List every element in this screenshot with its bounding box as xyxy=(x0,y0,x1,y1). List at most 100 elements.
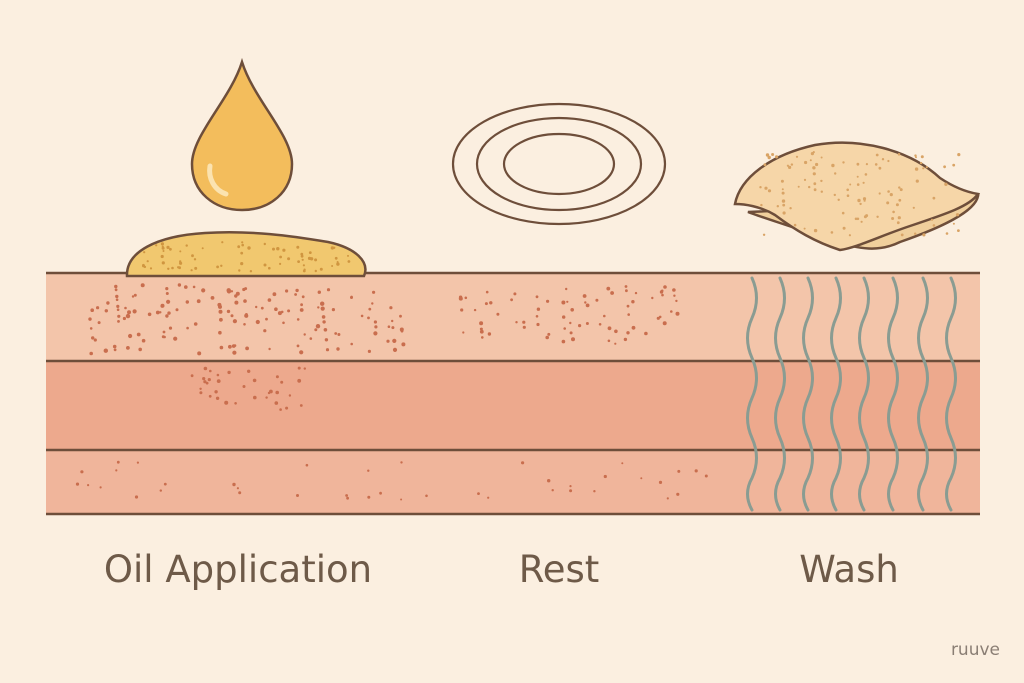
dot xyxy=(694,469,698,473)
dot xyxy=(186,326,189,330)
dot xyxy=(140,283,145,288)
dot xyxy=(391,326,395,330)
dot xyxy=(267,391,271,395)
dot xyxy=(219,345,224,350)
dot xyxy=(831,163,835,168)
dot xyxy=(569,321,572,325)
dot xyxy=(626,331,630,335)
dot xyxy=(238,269,241,272)
dot xyxy=(401,342,406,347)
dot xyxy=(160,304,164,308)
dot xyxy=(481,336,484,339)
dot xyxy=(790,163,794,166)
dot xyxy=(786,164,790,167)
dot xyxy=(115,469,118,472)
dot xyxy=(487,496,490,499)
dot xyxy=(236,487,239,490)
dot xyxy=(595,298,599,302)
dot xyxy=(458,296,463,301)
dot xyxy=(136,461,139,464)
dot xyxy=(128,333,133,339)
dot xyxy=(944,182,948,186)
dot xyxy=(522,320,526,324)
dot xyxy=(621,462,624,465)
dot xyxy=(300,252,304,256)
dot xyxy=(614,342,617,345)
dot xyxy=(300,254,304,258)
dot xyxy=(368,307,372,311)
dot xyxy=(194,266,198,270)
dot xyxy=(334,256,338,260)
dot xyxy=(793,223,797,227)
dot xyxy=(857,198,861,203)
dot xyxy=(859,202,862,206)
dot xyxy=(389,306,393,310)
dot xyxy=(625,289,628,293)
dot xyxy=(263,329,267,333)
skin-layer-bottom xyxy=(46,450,980,514)
dot xyxy=(274,401,279,405)
dot xyxy=(812,166,816,170)
dot xyxy=(116,304,120,308)
dot xyxy=(268,347,271,351)
dot xyxy=(367,349,371,353)
dot xyxy=(297,366,301,370)
water-wave xyxy=(887,276,899,512)
dot xyxy=(345,494,348,497)
dot xyxy=(324,338,329,342)
dot xyxy=(860,220,863,223)
dot xyxy=(603,314,606,318)
dot xyxy=(299,308,304,312)
dot xyxy=(878,192,881,195)
dot xyxy=(820,190,823,193)
dot xyxy=(302,264,305,267)
deep-layer-dots xyxy=(75,460,708,501)
dot xyxy=(837,198,840,201)
dot xyxy=(922,167,925,170)
dot xyxy=(677,469,681,473)
dot xyxy=(307,256,312,260)
dot xyxy=(280,380,284,384)
dot xyxy=(314,258,318,262)
dot xyxy=(571,337,575,342)
dot xyxy=(285,289,289,293)
dot xyxy=(952,163,956,167)
dot xyxy=(230,290,234,293)
dot xyxy=(285,406,289,410)
dot xyxy=(578,324,582,328)
dot xyxy=(321,315,326,319)
dot xyxy=(233,344,237,347)
dot xyxy=(593,490,596,493)
dot xyxy=(898,198,902,202)
dot xyxy=(789,207,792,210)
dot xyxy=(226,309,231,314)
dot xyxy=(489,301,493,305)
dot xyxy=(331,308,335,312)
dot xyxy=(228,344,232,349)
dot xyxy=(347,260,351,263)
dot xyxy=(322,320,326,324)
dot xyxy=(400,461,403,464)
dot xyxy=(515,321,518,324)
dot xyxy=(103,348,109,353)
dot xyxy=(202,377,206,381)
dot xyxy=(776,205,779,208)
dot xyxy=(610,291,614,295)
dot xyxy=(146,260,149,263)
dot xyxy=(862,181,865,184)
dot xyxy=(297,378,302,383)
dot xyxy=(90,308,94,313)
dot xyxy=(863,215,867,219)
dot xyxy=(314,328,318,332)
dot xyxy=(803,178,807,181)
dot xyxy=(631,300,635,304)
dot xyxy=(319,267,323,271)
dot xyxy=(274,307,278,312)
dot xyxy=(400,498,403,501)
dot xyxy=(296,494,299,497)
dot xyxy=(255,305,258,309)
dot xyxy=(887,159,890,163)
dot xyxy=(124,306,127,310)
dot xyxy=(582,294,587,298)
dot xyxy=(131,295,135,298)
